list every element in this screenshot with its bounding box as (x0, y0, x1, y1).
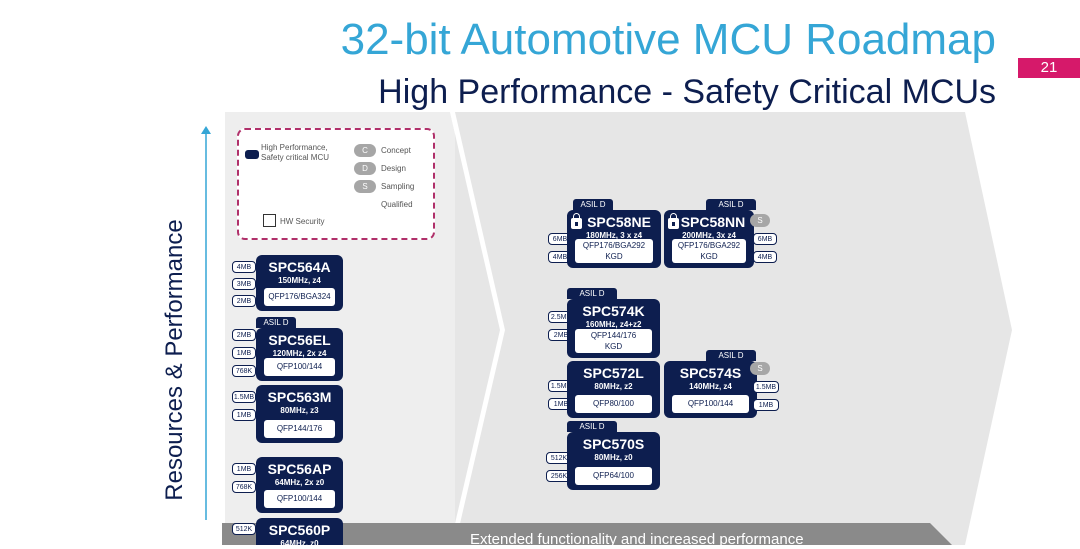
memory-badge: 1.5MB (232, 391, 256, 403)
bottom-banner (222, 523, 952, 545)
chip-spec: 180MHz, 3 x z4 (585, 231, 643, 240)
chip-spec: 120MHz, 2x z4 (272, 349, 327, 358)
legend-stage-label: Design (381, 164, 406, 173)
chip-name: SPC58NE (587, 214, 651, 230)
banner-text: Extended functionality and increased per… (470, 531, 804, 548)
chip-spc564a: SPC564A 150MHz, z4 QFP176/BGA324 (256, 255, 343, 311)
chip-spec: 80MHz, z0 (594, 453, 633, 462)
memory-badge: 2MB (232, 295, 256, 307)
chip-package: QFP100/144 (264, 490, 335, 508)
chip-name: SPC58NN (680, 214, 746, 230)
asil-badge: ASIL D (706, 350, 756, 361)
lock-icon (263, 214, 276, 227)
memory-badge: 1MB (232, 463, 256, 475)
y-axis-label: Resources & Performance (161, 219, 188, 501)
chip-spec: 140MHz, z4 (689, 382, 732, 391)
asil-badge: ASIL D (567, 421, 617, 432)
memory-badge: 6MB (753, 233, 777, 245)
memory-badge: 256K (546, 470, 572, 482)
chip-spec: 200MHz, 3x z4 (682, 231, 736, 240)
chip-spec: 160MHz, z4+z2 (585, 320, 642, 329)
asil-badge: ASIL D (567, 288, 617, 299)
chip-package: QFP176/BGA324 (264, 288, 335, 306)
legend-mcu-swatch (245, 150, 259, 159)
chip-name: SPC560P (268, 522, 331, 538)
chip-spec: 80MHz, z2 (594, 382, 633, 391)
chip-spec: 80MHz, z3 (280, 406, 319, 415)
chip-package: QFP100/144 (672, 395, 749, 413)
legend-stage-label: Qualified (381, 200, 413, 209)
memory-badge: 3MB (232, 278, 256, 290)
sampling-stage-badge: S (750, 362, 770, 375)
chip-spc574s: SPC574S 140MHz, z4 QFP100/144 (664, 361, 757, 418)
memory-badge: 512K (232, 523, 256, 535)
page-title: 32-bit Automotive MCU Roadmap (340, 15, 996, 64)
memory-badge: 1MB (232, 347, 256, 359)
background-panel-right (455, 112, 1012, 545)
sampling-stage-badge: S (750, 214, 770, 227)
chip-spc56ap: SPC56AP 64MHz, 2x z0 QFP100/144 (256, 457, 343, 513)
chip-package-line: KGD (700, 252, 718, 261)
memory-badge: 4MB (753, 251, 777, 263)
legend-stage-label: Concept (381, 146, 411, 155)
legend-stage-circle: S (354, 180, 376, 193)
y-axis: Resources & Performance (150, 200, 200, 520)
chip-name: SPC56EL (268, 332, 331, 348)
chip-package: QFP80/100 (575, 395, 652, 413)
chip-package-line: QFP144/176 (590, 331, 637, 340)
memory-badge: 1.5MB (753, 381, 779, 393)
chip-package: QFP100/144 (264, 358, 335, 376)
chip-spec: 150MHz, z4 (278, 276, 321, 285)
legend-hw-security-label: HW Security (280, 217, 325, 226)
legend: High Performance, Safety critical MCU C … (237, 128, 435, 240)
memory-badge: 2MB (232, 329, 256, 341)
legend-stage-circle: D (354, 162, 376, 175)
chip-package: QFP64/100 (575, 467, 652, 485)
asil-badge: ASIL D (256, 317, 296, 328)
chip-spc572l: SPC572L 80MHz, z2 QFP80/100 (567, 361, 660, 418)
memory-badge: 768K (232, 481, 256, 493)
asil-badge: ASIL D (573, 199, 613, 210)
lock-icon (668, 213, 679, 229)
chip-package-line: QFP176/BGA292 (677, 241, 741, 250)
chip-spc56el: SPC56EL 120MHz, 2x z4 QFP100/144 (256, 328, 343, 381)
chip-spc560p: SPC560P 64MHz, z0 (256, 518, 343, 548)
y-axis-arrowhead (201, 126, 211, 134)
chip-name: SPC563M (267, 389, 332, 405)
memory-badge: 1MB (232, 409, 256, 421)
chip-package-line: KGD (604, 342, 623, 351)
asil-badge: ASIL D (706, 199, 756, 210)
memory-badge: 1MB (753, 399, 779, 411)
chip-package-line: QFP176/BGA292 (582, 241, 646, 250)
page-number: 21 (1018, 58, 1080, 78)
chip-name: SPC570S (582, 436, 645, 452)
chip-package: QFP144/176 (264, 420, 335, 438)
page-subtitle: High Performance - Safety Critical MCUs (378, 73, 996, 111)
legend-stage-label: Sampling (381, 182, 415, 191)
chip-name: SPC574K (582, 303, 645, 319)
memory-badge: 6MB (548, 233, 572, 245)
memory-badge: 4MB (232, 261, 256, 273)
lock-icon (571, 213, 582, 229)
chip-name: SPC574S (679, 365, 742, 381)
chip-package-line: KGD (605, 252, 623, 261)
chip-name: SPC56AP (267, 461, 332, 477)
chip-spc570s: SPC570S 80MHz, z0 QFP64/100 (567, 432, 660, 490)
memory-badge: 768K (232, 365, 256, 377)
chip-spc563m: SPC563M 80MHz, z3 QFP144/176 (256, 385, 343, 443)
chip-spec: 64MHz, 2x z0 (274, 478, 325, 487)
chip-name: SPC572L (583, 365, 644, 381)
chip-spec: 64MHz, z0 (280, 539, 319, 548)
chip-name: SPC564A (268, 259, 331, 275)
legend-stage-circle: C (354, 144, 376, 157)
legend-mcu-label: High Performance, Safety critical MCU (261, 143, 330, 162)
